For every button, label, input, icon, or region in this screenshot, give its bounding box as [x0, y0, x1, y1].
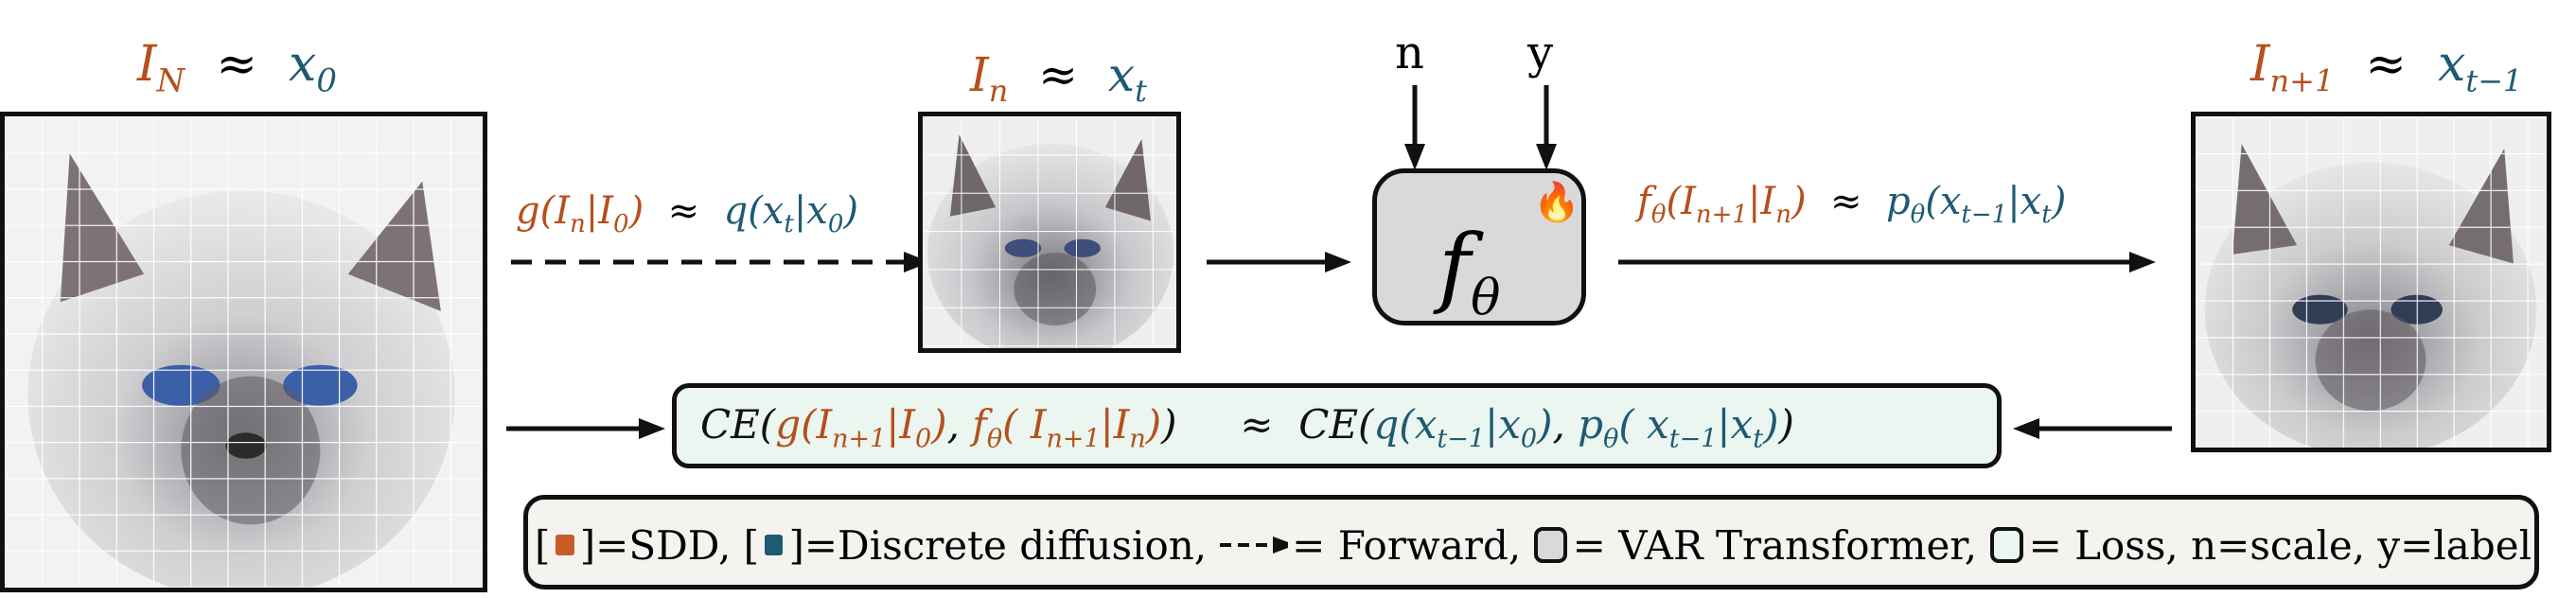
legend-loss-text: = Loss, n=scale, y=label	[2028, 521, 2532, 569]
legend-sdd-text: ]=SDD, [	[579, 521, 760, 569]
legend: [ ]=SDD, [ ]=Discrete diffusion, = Forwa…	[535, 517, 2532, 573]
sdd-swatch	[556, 535, 574, 555]
label-in-large-approx: ≈	[200, 36, 273, 93]
legend-forward-text: = Forward,	[1292, 521, 1522, 569]
cat-image-large	[0, 112, 487, 592]
cat-image-next	[2191, 112, 2551, 452]
input-y-label: y	[1527, 26, 1554, 79]
input-n-arrow	[1404, 85, 1425, 170]
legend-box	[523, 495, 2539, 589]
var-swatch	[1534, 527, 1567, 563]
label-in-small: In ≈ xt	[970, 47, 1147, 109]
arrow-into-loss-right	[2013, 418, 2172, 439]
arrow-to-model	[1207, 252, 1351, 273]
label-in-next: In+1 ≈ xt−1	[2250, 36, 2523, 99]
legend-bracket-open: [	[535, 521, 551, 569]
legend-dashed-arrow-icon	[1220, 536, 1289, 554]
loss-box	[672, 383, 2002, 468]
label-in-large-x: x0	[289, 36, 337, 100]
model-node-f: f	[1438, 216, 1472, 317]
loss-text: CE(g(In+1|I0), fθ( In+1|In)) ≈ CE(q(xt−1…	[700, 401, 1794, 454]
input-n-label: n	[1395, 26, 1424, 79]
model-node-label: fθ	[1438, 216, 1500, 326]
input-y-arrow	[1536, 85, 1557, 170]
forward-text: g(In|I0) ≈ q(xt|x0)	[516, 189, 859, 238]
reverse-arrow	[1618, 252, 2156, 273]
label-in-large: IN ≈ x0	[137, 36, 337, 99]
legend-dd-text: ]=Discrete diffusion,	[788, 521, 1208, 569]
model-node-theta: θ	[1471, 270, 1501, 327]
cat-image-small	[918, 112, 1181, 353]
arrow-into-loss-left	[506, 418, 665, 439]
loss-swatch	[1990, 527, 2023, 563]
forward-dashed-arrow	[511, 252, 930, 273]
fire-icon: 🔥	[1533, 181, 1580, 224]
model-node	[1372, 168, 1586, 325]
legend-var-text: = VAR Transformer,	[1572, 521, 1978, 569]
reverse-text: fθ(In+1|In) ≈ pθ(xt−1|xt)	[1637, 180, 2067, 229]
dd-swatch	[765, 535, 784, 555]
label-in-large-i: IN	[137, 36, 185, 100]
